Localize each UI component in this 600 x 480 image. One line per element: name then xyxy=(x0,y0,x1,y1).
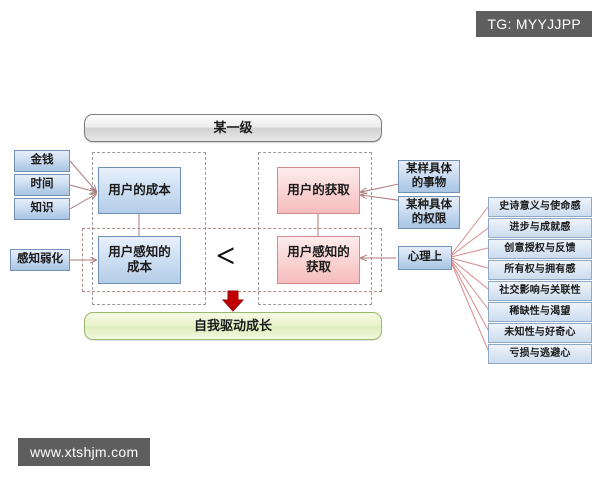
user-cost-label: 用户的成本 xyxy=(108,183,171,198)
input-label-knowledge: 知识 xyxy=(30,202,54,215)
perceived-cost-label: 用户感知的 成本 xyxy=(108,245,171,274)
core-drive-box-5[interactable]: 社交影响与关联性 xyxy=(488,281,592,301)
perceived-gain-box[interactable]: 用户感知的 获取 xyxy=(277,236,360,284)
perception-weakening-box[interactable]: 感知弱化 xyxy=(10,249,70,271)
gain-source-permission-box[interactable]: 某种具体 的权限 xyxy=(398,196,460,229)
diagram-title: 某一级 xyxy=(213,120,253,136)
core-drive-box-3[interactable]: 创意授权与反馈 xyxy=(488,239,592,259)
core-drive-box-1[interactable]: 史诗意义与使命感 xyxy=(488,197,592,217)
core-drive-box-4[interactable]: 所有权与拥有感 xyxy=(488,260,592,280)
core-drive-label-4: 所有权与拥有感 xyxy=(504,264,576,276)
core-drive-label-6: 稀缺性与渴望 xyxy=(509,306,571,318)
less-than-sign: < xyxy=(216,238,236,275)
core-drive-label-7: 未知性与好奇心 xyxy=(504,327,576,339)
gain-source-thing-box[interactable]: 某样具体 的事物 xyxy=(398,160,460,193)
tag-badge: TG: MYYJJPP xyxy=(476,11,592,37)
psychological-label: 心理上 xyxy=(407,251,443,264)
watermark-label: www.xtshjm.com xyxy=(30,444,139,460)
user-cost-box[interactable]: 用户的成本 xyxy=(98,167,181,214)
core-drive-label-5: 社交影响与关联性 xyxy=(499,285,581,297)
gain-source-permission-label: 某种具体 的权限 xyxy=(406,198,452,225)
user-gain-box[interactable]: 用户的获取 xyxy=(277,167,360,214)
diagram-title-bar: 某一级 xyxy=(84,114,382,142)
input-box-knowledge[interactable]: 知识 xyxy=(14,198,70,220)
gain-source-thing-label: 某样具体 的事物 xyxy=(406,162,452,189)
perceived-cost-box[interactable]: 用户感知的 成本 xyxy=(98,236,181,284)
perceived-gain-label: 用户感知的 获取 xyxy=(287,245,350,274)
input-label-time: 时间 xyxy=(30,178,54,191)
user-gain-label: 用户的获取 xyxy=(287,183,350,198)
perception-weakening-label: 感知弱化 xyxy=(17,253,63,266)
red-down-arrow-icon xyxy=(222,290,244,312)
tag-badge-label: TG: MYYJJPP xyxy=(487,16,581,32)
input-label-money: 金钱 xyxy=(30,154,54,167)
core-drive-box-6[interactable]: 稀缺性与渴望 xyxy=(488,302,592,322)
core-drive-box-2[interactable]: 进步与成就感 xyxy=(488,218,592,238)
core-drive-label-3: 创意授权与反馈 xyxy=(504,243,576,255)
diagram-footer-bar: 自我驱动成长 xyxy=(84,312,382,340)
psychological-box[interactable]: 心理上 xyxy=(398,246,452,270)
watermark-badge: www.xtshjm.com xyxy=(18,438,151,466)
input-box-money[interactable]: 金钱 xyxy=(14,150,70,172)
core-drive-box-8[interactable]: 亏损与逃避心 xyxy=(488,344,592,364)
core-drive-label-2: 进步与成就感 xyxy=(509,222,571,234)
core-drive-label-1: 史诗意义与使命感 xyxy=(499,201,581,213)
input-box-time[interactable]: 时间 xyxy=(14,174,70,196)
core-drive-box-7[interactable]: 未知性与好奇心 xyxy=(488,323,592,343)
diagram-footer-label: 自我驱动成长 xyxy=(193,318,272,334)
core-drive-label-8: 亏损与逃避心 xyxy=(509,348,571,360)
